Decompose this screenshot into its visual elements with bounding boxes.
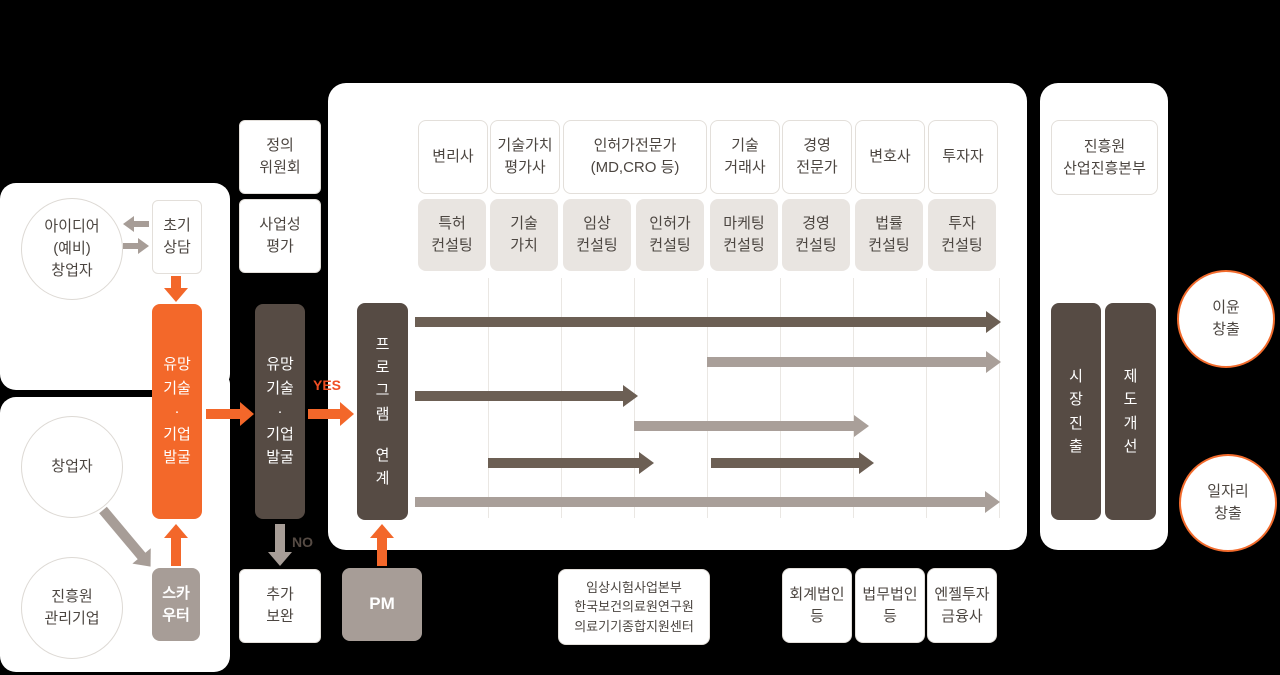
arrow-down-icon [164, 276, 188, 302]
timeline-arrow [707, 351, 1001, 373]
arrow-down-icon [268, 524, 292, 566]
arrow-up-icon [370, 524, 394, 566]
program-link-box: 프 로 그 램 연 계 [357, 303, 408, 520]
committee-box: 정의 위원회 [239, 120, 321, 194]
consulting-box: 임상 컨설팅 [563, 199, 631, 271]
market-entry-bar: 시 장 진 출 [1051, 303, 1101, 520]
gridline [853, 278, 854, 518]
timeline-arrow [415, 491, 1000, 513]
gridline [780, 278, 781, 518]
profit-outcome-circle: 이윤 창출 [1177, 270, 1275, 368]
gridline [707, 278, 708, 518]
feasibility-box: 사업성 평가 [239, 199, 321, 273]
consulting-box: 법률 컨설팅 [855, 199, 923, 271]
program-link-bottom: 연 계 [375, 446, 390, 487]
expert-box: 기술 거래사 [710, 120, 780, 194]
support-orgs-box: 임상시험사업본부 한국보건의료원연구원 의료기기종합지원센터 [558, 569, 710, 645]
arrow-up-icon [164, 524, 188, 566]
initial-consult-box: 초기 상담 [152, 200, 202, 274]
law-firm-box: 법무법인 등 [855, 568, 925, 643]
expert-box: 인허가전문가 (MD,CRO 등) [563, 120, 707, 194]
supplement-box: 추가 보완 [239, 569, 321, 643]
angel-investor-box: 엔젤투자 금융사 [927, 568, 997, 643]
program-link-top: 프 로 그 램 [375, 335, 390, 423]
gridline [999, 278, 1000, 518]
consulting-box: 경영 컨설팅 [782, 199, 850, 271]
arrow-right-icon [308, 402, 354, 426]
arrow-right-icon [123, 238, 149, 254]
expert-box: 변리사 [418, 120, 488, 194]
consulting-box: 기술 가치 [490, 199, 558, 271]
consulting-box: 특허 컨설팅 [418, 199, 486, 271]
timeline-arrow [711, 452, 874, 474]
timeline-arrow [415, 311, 1001, 333]
expert-box: 변호사 [855, 120, 925, 194]
arrow-right-icon [206, 402, 254, 426]
expert-box: 경영 전문가 [782, 120, 852, 194]
promotion-hq-box: 진흥원 산업진흥본부 [1051, 120, 1158, 195]
accounting-box: 회계법인 등 [782, 568, 852, 643]
timeline-arrow [488, 452, 654, 474]
consulting-box: 마케팅 컨설팅 [710, 199, 778, 271]
system-improve-bar: 제 도 개 선 [1105, 303, 1156, 520]
gridline [926, 278, 927, 518]
consulting-box: 인허가 컨설팅 [636, 199, 704, 271]
scouter-box: 스카 우터 [152, 568, 200, 641]
pm-box: PM [342, 568, 422, 641]
managed-company-circle: 진흥원 관리기업 [21, 557, 123, 659]
no-label: NO [292, 534, 313, 550]
idea-founder-circle: 아이디어 (예비) 창업자 [21, 198, 123, 300]
discovery-orange-box: 유망 기술 · 기업 발굴 [152, 304, 202, 519]
arrow-left-icon [123, 216, 149, 232]
yes-label: YES [313, 377, 342, 393]
consulting-box: 투자 컨설팅 [928, 199, 996, 271]
timeline-arrow [415, 385, 638, 407]
expert-box: 투자자 [928, 120, 998, 194]
expert-box: 기술가치 평가사 [490, 120, 560, 194]
timeline-arrow [634, 415, 869, 437]
founder-circle: 창업자 [21, 416, 123, 518]
jobs-outcome-circle: 일자리 창출 [1179, 454, 1277, 552]
discovery-dark-box: 유망 기술 · 기업 발굴 [255, 304, 305, 519]
